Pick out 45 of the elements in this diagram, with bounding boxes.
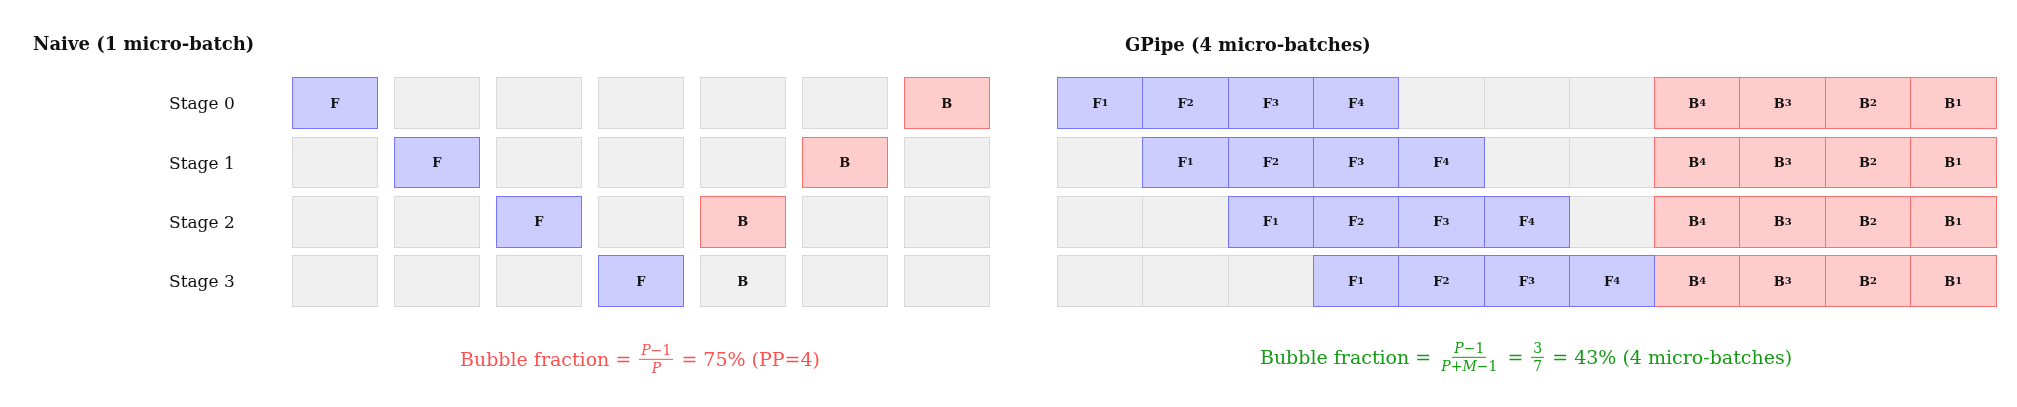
empty-slot — [598, 77, 684, 129]
empty-slot — [394, 77, 480, 129]
fraction-denominator: P+M−1 — [1440, 357, 1499, 374]
empty-slot — [292, 136, 378, 189]
empty-slot — [292, 255, 378, 307]
formula-text: Bubble fraction = — [1259, 346, 1432, 368]
schedule-slot: B — [700, 255, 786, 307]
empty-slot — [700, 77, 786, 129]
fraction-numerator: 3 — [1531, 340, 1545, 358]
formula-text: = 75% (PP=4) — [681, 348, 820, 370]
formula-text: = 43% (4 micro-batches) — [1552, 346, 1793, 368]
formula-text: = — [1507, 346, 1524, 368]
schedule-slot: B — [802, 136, 888, 189]
schedule-slot: F — [292, 77, 378, 129]
schedule-slot: B — [700, 196, 786, 248]
fraction-denominator: 7 — [1532, 357, 1544, 374]
schedule-slot: B — [904, 77, 990, 129]
empty-slot — [904, 255, 990, 307]
empty-slot — [394, 196, 480, 248]
empty-slot — [802, 77, 888, 129]
empty-slot — [496, 136, 582, 189]
empty-slot — [598, 196, 684, 248]
stage-label: Stage 0 — [169, 93, 235, 113]
empty-slot — [802, 196, 888, 248]
formula-text: Bubble fraction = — [460, 348, 632, 370]
stage-label: Stage 1 — [169, 153, 235, 172]
empty-slot — [496, 77, 582, 129]
empty-slot — [292, 196, 378, 248]
panel-title: Naive (1 micro-batch) — [33, 34, 255, 54]
stage-label: Stage 3 — [169, 271, 235, 291]
empty-slot — [802, 255, 888, 307]
empty-slot — [496, 255, 582, 307]
schedule-slot: F — [394, 136, 480, 189]
empty-slot — [598, 136, 684, 189]
fraction-denominator: P — [650, 359, 663, 376]
fraction-numerator: P−1 — [1452, 340, 1487, 358]
fraction-numerator: P−1 — [639, 342, 674, 360]
schedule-slot: F — [496, 196, 582, 248]
panel-title: GPipe (4 micro-batches) — [1125, 35, 1371, 55]
empty-slot — [904, 136, 990, 189]
empty-slot — [904, 196, 990, 248]
empty-slot — [700, 136, 786, 189]
stage-label: Stage 2 — [169, 212, 235, 232]
empty-slot — [394, 255, 480, 307]
schedule-slot: F — [598, 255, 684, 307]
